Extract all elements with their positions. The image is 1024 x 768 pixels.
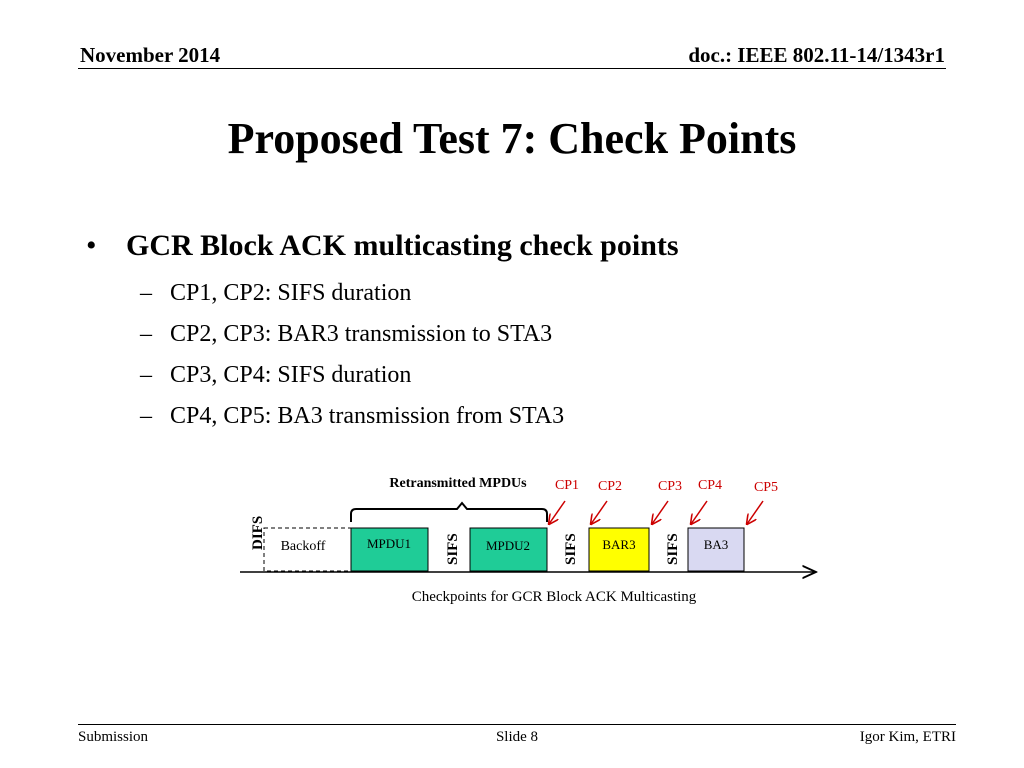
sub-bullet-item: –CP4, CP5: BA3 transmission from STA3 (140, 401, 564, 442)
sub-bullet-list: –CP1, CP2: SIFS duration –CP2, CP3: BAR3… (140, 278, 564, 442)
header-rule (78, 68, 946, 69)
ba3-label: BA3 (704, 537, 729, 552)
sub-bullet-item: –CP2, CP3: BAR3 transmission to STA3 (140, 319, 564, 360)
checkpoint-arrow-cp3 (652, 500, 669, 524)
difs-label: DIFS (250, 516, 266, 550)
mpdu-brace (350, 501, 548, 522)
footer-author: Igor Kim, ETRI (859, 729, 956, 745)
timing-diagram: Retransmitted MPDUs CP1 CP2 CP3 CP4 CP5 … (240, 476, 840, 605)
header-doc-id: doc.: IEEE 802.11-14/1343r1 (688, 43, 945, 67)
bar3-frame (588, 527, 650, 572)
dash-marker: – (140, 280, 152, 306)
sub-bullet-text: CP3, CP4: SIFS duration (170, 362, 412, 388)
main-bullet: • GCR Block ACK multicasting check points (86, 229, 679, 263)
checkpoint-arrow-cp1 (549, 500, 566, 524)
sub-bullet-item: –CP3, CP4: SIFS duration (140, 360, 564, 401)
brace-label: Retransmitted MPDUs (389, 476, 527, 491)
sub-bullet-text: CP4, CP5: BA3 transmission from STA3 (170, 403, 565, 429)
checkpoint-label-cp2: CP2 (598, 479, 622, 494)
sub-bullet-text: CP1, CP2: SIFS duration (170, 280, 412, 306)
mpdu1-label: MPDU1 (367, 536, 411, 551)
sub-bullet-item: –CP1, CP2: SIFS duration (140, 278, 564, 319)
sifs-label-2: SIFS (563, 533, 579, 565)
backoff-label: Backoff (281, 539, 326, 554)
checkpoint-arrow-cp4 (691, 500, 708, 524)
footer-slide-number: Slide 8 (495, 729, 539, 745)
footer-submission: Submission (78, 729, 149, 745)
mpdu2-frame (469, 527, 548, 572)
sub-bullet-text: CP2, CP3: BAR3 transmission to STA3 (170, 321, 553, 347)
ba3-frame (687, 527, 745, 572)
dash-marker: – (140, 321, 152, 347)
bullet-dot: • (86, 229, 97, 262)
footer-rule (78, 724, 956, 725)
diagram-caption: Checkpoints for GCR Block ACK Multicasti… (412, 589, 697, 605)
checkpoint-label-cp1: CP1 (555, 478, 579, 493)
slide-title: Proposed Test 7: Check Points (227, 114, 797, 163)
checkpoint-arrow-cp5 (747, 500, 764, 524)
checkpoint-label-cp4: CP4 (698, 478, 722, 493)
bar3-label: BAR3 (602, 537, 635, 552)
mpdu1-frame (350, 527, 429, 572)
main-bullet-text: GCR Block ACK multicasting check points (126, 229, 679, 262)
checkpoint-label-cp3: CP3 (658, 479, 682, 494)
checkpoint-arrow-cp2 (591, 500, 608, 524)
header-date: November 2014 (80, 43, 221, 67)
dash-marker: – (140, 403, 152, 429)
dash-marker: – (140, 362, 152, 388)
checkpoint-label-cp5: CP5 (754, 480, 778, 495)
sifs-label-1: SIFS (445, 533, 461, 565)
sifs-label-3: SIFS (665, 533, 681, 565)
mpdu2-label: MPDU2 (486, 538, 530, 553)
